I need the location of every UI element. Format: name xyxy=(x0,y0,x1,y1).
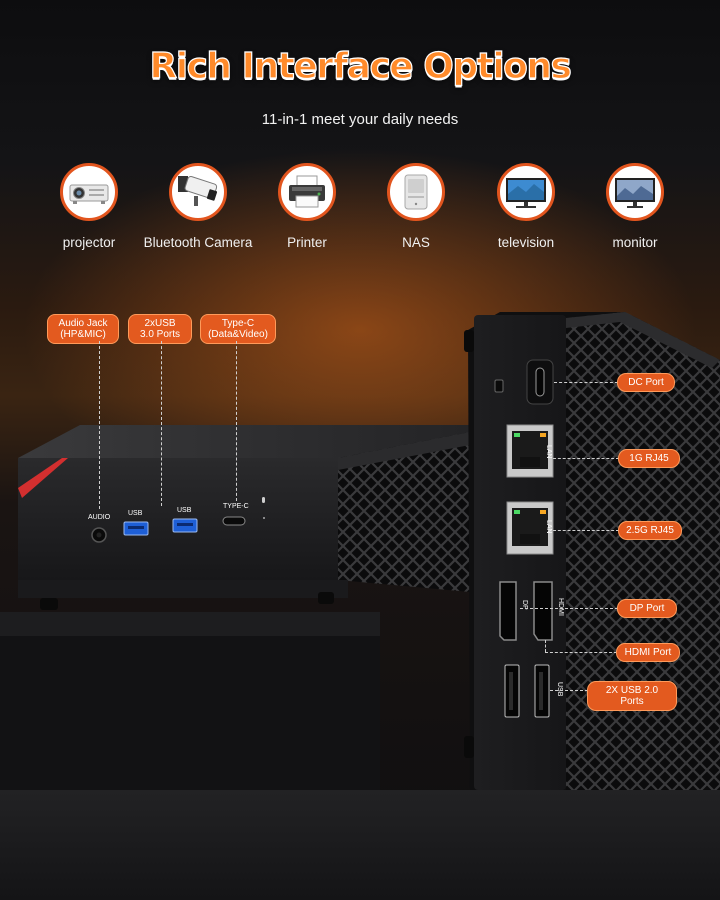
port-label-typec: TYPE-C xyxy=(223,503,249,510)
device-label: Printer xyxy=(287,235,327,250)
page-title: Rich Interface Options xyxy=(149,45,573,87)
callout-audio-jack: Audio Jack (HP&MIC) xyxy=(47,314,119,344)
device-label: projector xyxy=(62,235,116,250)
callout-1g-rj45: 1G RJ45 xyxy=(618,449,680,468)
device-printer: Printer xyxy=(275,163,339,250)
callout-dp-port: DP Port xyxy=(617,599,677,618)
device-label: NAS xyxy=(402,235,430,250)
callout-usb3: 2xUSB 3.0 Ports xyxy=(128,314,192,344)
device-monitor: monitor xyxy=(603,163,667,250)
page-subtitle: 11-in-1 meet your daily needs xyxy=(261,111,459,128)
device-label: Bluetooth Camera xyxy=(143,235,253,250)
callout-line xyxy=(550,690,588,691)
callout-typec: Type-C (Data&Video) xyxy=(200,314,276,344)
callout-line xyxy=(545,652,617,653)
port-label-audio: AUDIO xyxy=(88,514,111,521)
television-icon xyxy=(506,178,546,208)
callout-line xyxy=(520,608,618,609)
device-projector: projector xyxy=(57,163,121,250)
port-label-usb: USB xyxy=(177,507,192,514)
callout-line xyxy=(554,382,618,383)
port-label-lan: LAN xyxy=(545,520,552,534)
callout-dc-port: DC Port xyxy=(617,373,675,392)
device-bluetooth-camera: Bluetooth Camera xyxy=(144,163,252,250)
device-label: television xyxy=(497,235,555,250)
callout-hdmi-port: HDMI Port xyxy=(616,643,680,662)
camera-icon xyxy=(178,175,218,206)
nas-icon xyxy=(404,174,428,210)
device-label: monitor xyxy=(612,235,658,250)
callout-line xyxy=(553,458,619,459)
port-label-usb: USB xyxy=(128,510,143,517)
callout-line xyxy=(161,341,162,506)
port-label-hdmi: HDMI xyxy=(557,598,564,616)
callout-2-5g-rj45: 2.5G RJ45 xyxy=(618,521,682,540)
monitor-icon xyxy=(615,178,655,208)
callout-line xyxy=(236,341,237,501)
printer-icon xyxy=(289,175,325,208)
projector-icon xyxy=(69,184,109,204)
callout-usb2-ports: 2X USB 2.0 Ports xyxy=(587,681,677,711)
callout-line xyxy=(553,530,619,531)
port-label-lan: LAN xyxy=(545,445,552,459)
device-nas: NAS xyxy=(384,163,448,250)
device-television: television xyxy=(494,163,558,250)
callout-line xyxy=(99,341,100,509)
callout-line xyxy=(545,640,546,652)
